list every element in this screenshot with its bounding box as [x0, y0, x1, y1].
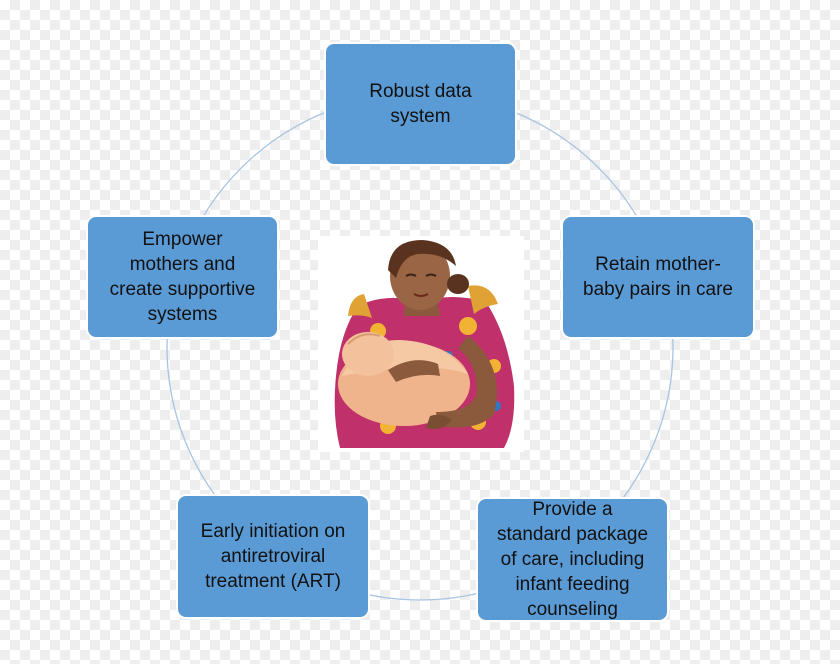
node-label-line: system — [390, 106, 451, 127]
node-label-line: systems — [147, 304, 218, 325]
cycle-node-retain-mother-baby-pairs: Retain mother- baby pairs in care — [561, 215, 755, 339]
cycle-node-robust-data-system: Robust data system — [324, 42, 517, 166]
cycle-node-empower-mothers: Empower mothers and create supportive sy… — [86, 215, 279, 339]
node-label-line: of care, including — [500, 549, 645, 570]
node-label-line: infant feeding — [515, 574, 630, 595]
node-label-line: Retain mother- — [595, 254, 721, 275]
node-label-line: mothers and — [129, 254, 236, 275]
node-label-line: baby pairs in care — [583, 279, 733, 300]
node-label-line: counseling — [527, 599, 618, 620]
node-label-line: Empower — [142, 229, 223, 250]
node-label-line: Early initiation on — [200, 521, 346, 542]
node-label-line: antiretroviral — [220, 546, 326, 567]
node-label-line: standard package — [496, 524, 649, 545]
node-label-line: create supportive — [109, 279, 256, 300]
node-label-line: Robust data — [369, 81, 472, 102]
node-label-line: Provide a — [532, 499, 613, 520]
mother-holding-baby-icon — [318, 236, 524, 452]
cycle-node-standard-package-of-care: Provide a standard package of care, incl… — [476, 497, 669, 622]
node-label-line: treatment (ART) — [205, 571, 341, 592]
cycle-node-early-initiation-art: Early initiation on antiretroviral treat… — [176, 494, 370, 619]
